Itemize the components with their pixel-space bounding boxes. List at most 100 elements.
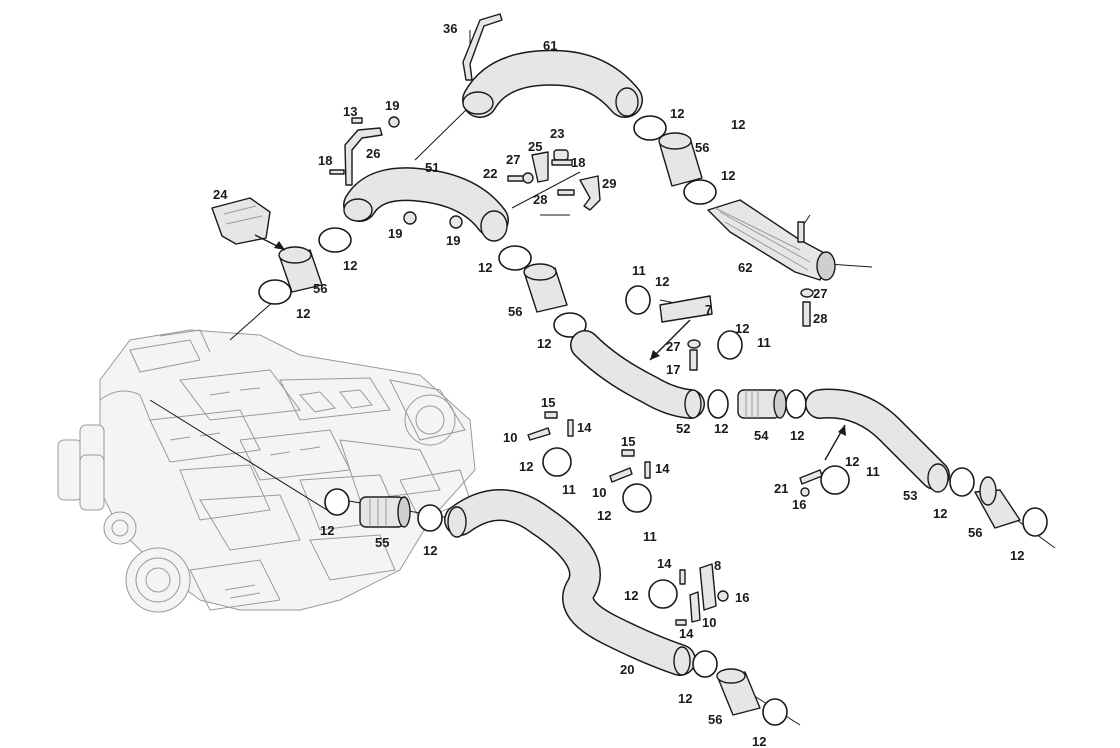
callout-12: 12 — [678, 691, 692, 706]
callout-15: 15 — [621, 434, 635, 449]
callout-14: 14 — [655, 461, 670, 476]
callout-12: 12 — [845, 454, 859, 469]
callout-56: 56 — [968, 525, 982, 540]
callout-12: 12 — [655, 274, 669, 289]
clamp-upper-right — [633, 115, 717, 205]
callout-19: 19 — [388, 226, 402, 241]
callout-12: 12 — [933, 506, 947, 521]
callout-11: 11 — [632, 263, 646, 278]
clamp-group-left — [527, 411, 574, 477]
pipe-51 — [343, 167, 509, 242]
callout-51: 51 — [425, 160, 439, 175]
callout-28: 28 — [533, 192, 547, 207]
bracket-7-assembly — [625, 285, 743, 371]
clamps-20-right — [692, 650, 788, 726]
coupler-56-mid — [523, 263, 568, 313]
callout-11: 11 — [562, 482, 576, 497]
clamps-left-stack — [258, 227, 352, 305]
coupler-56-left — [278, 246, 323, 293]
clamps-53-right — [949, 467, 1048, 537]
callout-11: 11 — [866, 464, 880, 479]
callout-26: 26 — [366, 146, 380, 161]
cover-24 — [211, 197, 271, 245]
callout-17: 17 — [666, 362, 680, 377]
callout-53: 53 — [903, 488, 917, 503]
callout-12: 12 — [343, 258, 357, 273]
pipe-52 — [570, 330, 705, 419]
callout-12: 12 — [1010, 548, 1024, 563]
callout-62: 62 — [738, 260, 752, 275]
clamps-mid — [498, 245, 587, 338]
callout-24: 24 — [213, 187, 228, 202]
callout-56: 56 — [708, 712, 722, 727]
callout-61: 61 — [543, 38, 557, 53]
washer-bolt-27-28 — [800, 288, 814, 327]
callout-28: 28 — [813, 311, 827, 326]
callout-56: 56 — [508, 304, 522, 319]
pipe-61 — [462, 49, 643, 118]
callout-12: 12 — [423, 543, 437, 558]
callout-12: 12 — [731, 117, 745, 132]
callout-8: 8 — [714, 558, 721, 573]
bracket-36 — [462, 13, 503, 81]
coupler-56-upper — [658, 132, 703, 187]
callout-22: 22 — [483, 166, 497, 181]
callout-56: 56 — [313, 281, 327, 296]
callout-23: 23 — [550, 126, 564, 141]
callout-12: 12 — [296, 306, 310, 321]
clamps-55 — [324, 488, 443, 532]
callout-12: 12 — [519, 459, 533, 474]
callout-10: 10 — [702, 615, 716, 630]
callout-11: 11 — [643, 529, 657, 544]
callout-27: 27 — [506, 152, 520, 167]
callout-36: 36 — [443, 21, 457, 36]
callout-14: 14 — [679, 626, 694, 641]
bellows-54 — [737, 389, 787, 419]
callout-12: 12 — [735, 321, 749, 336]
callout-13: 13 — [343, 104, 357, 119]
callout-12: 12 — [790, 428, 804, 443]
callout-10: 10 — [592, 485, 606, 500]
callout-27: 27 — [813, 286, 827, 301]
callout-21: 21 — [774, 481, 788, 496]
bracket-8-assembly — [648, 563, 729, 626]
callout-12: 12 — [721, 168, 735, 183]
callout-16: 16 — [792, 497, 806, 512]
callout-11: 11 — [757, 335, 771, 350]
callout-29: 29 — [602, 176, 616, 191]
bellows-55 — [359, 496, 411, 528]
small-hardware-13-18-19 — [329, 116, 463, 229]
callout-12: 12 — [670, 106, 684, 121]
callout-12: 12 — [597, 508, 611, 523]
callout-14: 14 — [577, 420, 592, 435]
pipe-20 — [444, 489, 696, 676]
callout-12: 12 — [320, 523, 334, 538]
callout-19: 19 — [385, 98, 399, 113]
bracket-26 — [344, 127, 383, 186]
pipe-53 — [805, 388, 950, 493]
hardware-22-29 — [507, 149, 601, 211]
engine-block-drawing — [57, 329, 476, 613]
callout-54: 54 — [754, 428, 769, 443]
coupler-56-bottom — [716, 668, 761, 716]
callout-12: 12 — [624, 588, 638, 603]
callout-12: 12 — [752, 734, 766, 748]
callout-55: 55 — [375, 535, 389, 550]
coupler-56-right — [974, 476, 1021, 529]
intercooler-pipe-62 — [707, 199, 836, 281]
callout-56: 56 — [695, 140, 709, 155]
callout-20: 20 — [620, 662, 634, 677]
callout-16: 16 — [735, 590, 749, 605]
callout-27: 27 — [666, 339, 680, 354]
callout-25: 25 — [528, 139, 542, 154]
callout-12: 12 — [714, 421, 728, 436]
callout-12: 12 — [537, 336, 551, 351]
callout-19: 19 — [446, 233, 460, 248]
callout-7: 7 — [705, 302, 712, 317]
callout-52: 52 — [676, 421, 690, 436]
clamp-group-center — [609, 449, 652, 513]
callout-12: 12 — [478, 260, 492, 275]
callout-18: 18 — [318, 153, 332, 168]
callout-10: 10 — [503, 430, 517, 445]
